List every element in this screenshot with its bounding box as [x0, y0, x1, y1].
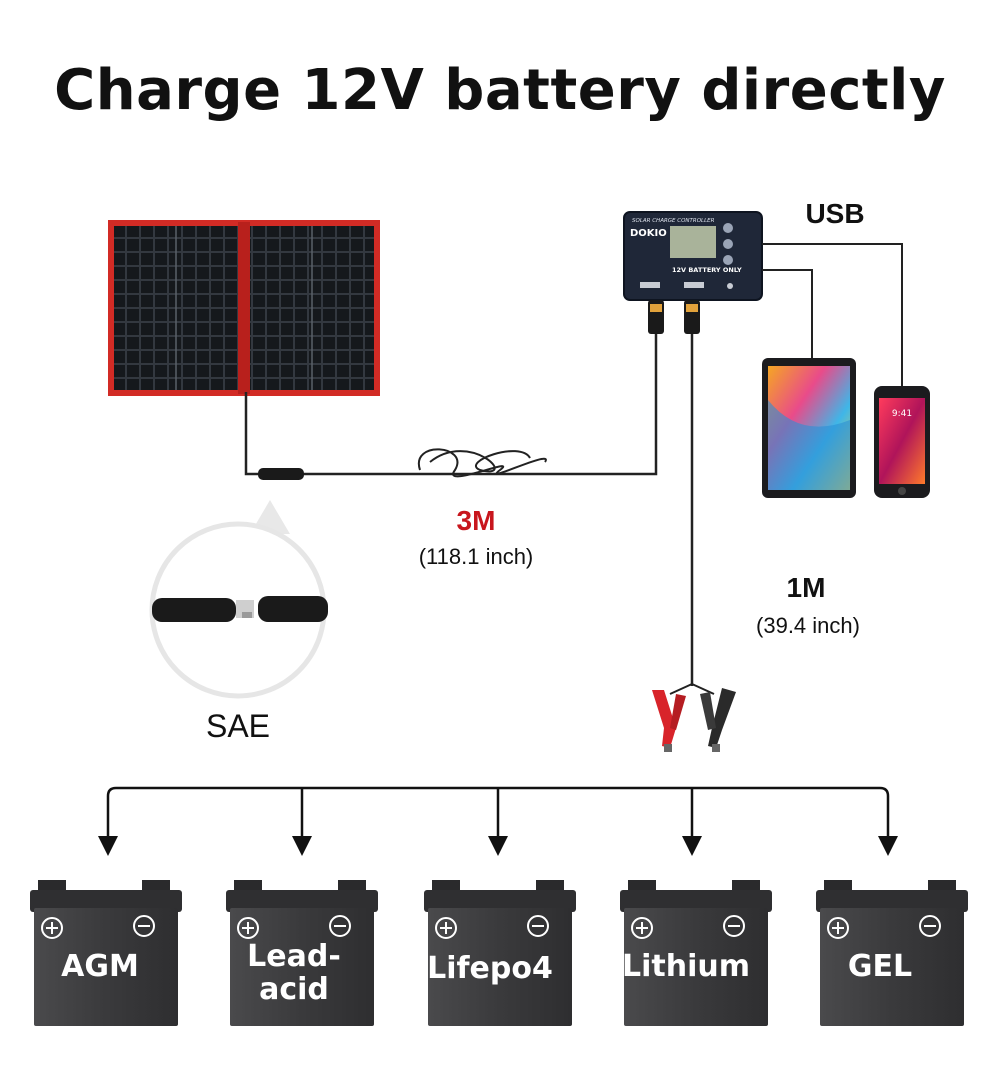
battery-gel: [816, 880, 968, 1026]
page-title: Charge 12V battery directly: [54, 58, 946, 123]
battery-label-lead-acid: Lead- acid: [247, 939, 341, 1007]
charge-controller: [623, 211, 763, 301]
controller-header: SOLAR CHARGE CONTROLLER: [632, 218, 715, 224]
battery-label-lithium: Lithium: [622, 949, 750, 984]
sae-label: SAE: [205, 708, 271, 744]
arrow-agm: [98, 836, 118, 856]
usb-label: USB: [805, 198, 865, 229]
red-alligator-clip: [652, 690, 686, 752]
battery-label-lifepo4: Lifepo4: [427, 951, 553, 986]
panel-cable-inch: (118.1 inch): [418, 544, 534, 569]
solar-panel: [108, 220, 380, 396]
battery-cable-inch: (39.4 inch): [756, 613, 860, 638]
panel-cable: [244, 330, 658, 476]
battery-lithium: [620, 880, 772, 1026]
black-alligator-clip: [700, 688, 736, 752]
sae-inline-connector: [258, 468, 304, 480]
arrow-gel: [878, 836, 898, 856]
controller-brand: DOKIO: [630, 228, 667, 239]
arrow-lifepo4: [488, 836, 508, 856]
battery-cable-length: 1M: [786, 572, 826, 603]
battery-lead-acid: [226, 880, 378, 1026]
coiled-cable: [417, 448, 547, 478]
controller-battery-note: 12V BATTERY ONLY: [672, 266, 742, 274]
arrow-lead-acid: [292, 836, 312, 856]
sae-callout: [149, 500, 328, 699]
tablet: [762, 358, 856, 498]
usb-cable-phone: [762, 243, 903, 388]
arrow-lithium: [682, 836, 702, 856]
phone-time: 9:41: [892, 409, 912, 419]
usb-cable-tablet: [762, 269, 813, 360]
distribution-bracket: [106, 786, 890, 840]
panel-cable-length: 3M: [456, 505, 496, 536]
battery-label-gel: GEL: [847, 949, 913, 984]
battery-lifepo4: [424, 880, 576, 1026]
battery-label-agm: AGM: [61, 949, 139, 984]
smartphone: [874, 386, 930, 498]
battery-agm: [30, 880, 182, 1026]
